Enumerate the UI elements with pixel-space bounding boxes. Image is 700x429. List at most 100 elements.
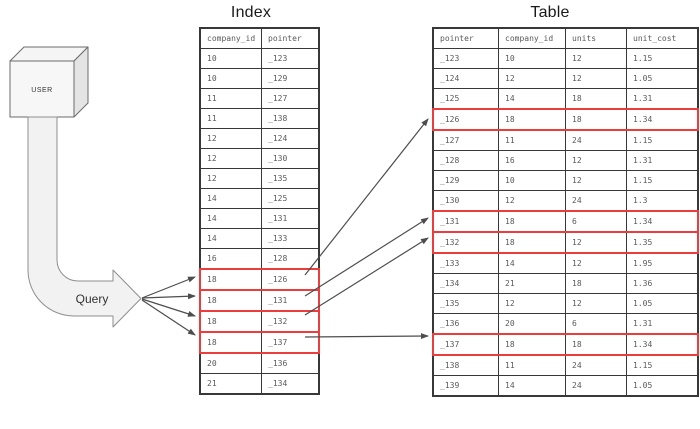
table-cell: 20 bbox=[498, 313, 566, 335]
table-cell: 18 bbox=[498, 210, 566, 233]
table-cell: 18 bbox=[199, 331, 262, 354]
table-cell: _127 bbox=[261, 88, 320, 109]
table-cell: _131 bbox=[261, 208, 320, 229]
query-label: Query bbox=[76, 292, 109, 306]
table-cell: 24 bbox=[565, 129, 627, 151]
table-cell: _137 bbox=[432, 333, 499, 356]
table-cell: 6 bbox=[565, 210, 627, 233]
table-row: 12_124 bbox=[199, 128, 320, 149]
pointer-arrow-132 bbox=[304, 237, 429, 316]
table-cell: 16 bbox=[498, 150, 566, 171]
table-cell: 12 bbox=[199, 148, 262, 169]
table-cell: 12 bbox=[565, 170, 627, 191]
table-cell: _130 bbox=[261, 148, 320, 169]
table-cell: _134 bbox=[261, 373, 320, 395]
table-cell: 1.95 bbox=[626, 252, 699, 274]
table-cell: 21 bbox=[498, 273, 566, 294]
table-cell: 1.15 bbox=[626, 129, 699, 151]
table-cell: 12 bbox=[199, 168, 262, 189]
table-cell: 18 bbox=[565, 108, 627, 131]
header-cell: unit_cost bbox=[626, 27, 699, 49]
table-cell: 14 bbox=[199, 228, 262, 249]
query-arrow-to-132 bbox=[141, 298, 196, 317]
pointer-arrow-131 bbox=[304, 217, 429, 297]
user-label: USER bbox=[31, 87, 52, 94]
table-cell: 12 bbox=[498, 190, 566, 212]
table-cell: 1.05 bbox=[626, 68, 699, 89]
table-cell: _129 bbox=[432, 170, 499, 191]
table-cell: 11 bbox=[199, 88, 262, 109]
table-cell: 12 bbox=[498, 293, 566, 314]
table-cell: _132 bbox=[261, 310, 320, 333]
table-cell: 18 bbox=[199, 289, 262, 312]
table-cell: _128 bbox=[261, 248, 320, 270]
header-cell: pointer bbox=[432, 27, 499, 49]
table-cell: 10 bbox=[498, 48, 566, 69]
table-cell: _126 bbox=[261, 268, 320, 291]
table-cell: _133 bbox=[261, 228, 320, 249]
table-cell: _133 bbox=[432, 252, 499, 274]
table-cell: 6 bbox=[565, 313, 627, 335]
header-cell: pointer bbox=[261, 27, 320, 49]
header-cell: company_id bbox=[199, 27, 262, 49]
table-cell: 1.34 bbox=[626, 210, 699, 233]
table-cell: _137 bbox=[261, 331, 320, 354]
table-row: 10_129 bbox=[199, 68, 320, 89]
table-cell: 18 bbox=[565, 88, 627, 110]
pointer-arrows bbox=[304, 118, 429, 340]
pointer-arrow-137 bbox=[304, 333, 429, 340]
table-row: 21_134 bbox=[199, 373, 320, 395]
table-cell: _130 bbox=[432, 190, 499, 212]
table-row: 14_133 bbox=[199, 228, 320, 249]
query-arrow-to-126 bbox=[141, 276, 196, 299]
table-cell: 1.34 bbox=[626, 108, 699, 131]
table-row: 18_131 bbox=[199, 289, 320, 312]
table-cell: 12 bbox=[498, 68, 566, 89]
query-arrow-icon: Query bbox=[27, 116, 142, 328]
header-cell: company_id bbox=[498, 27, 566, 49]
pointer-arrow-126 bbox=[304, 118, 429, 276]
table-row: 18_137 bbox=[199, 331, 320, 354]
table-row: 14_131 bbox=[199, 208, 320, 229]
query-fan-arrows bbox=[141, 276, 196, 336]
table-row: 14_125 bbox=[199, 188, 320, 209]
table-cell: _136 bbox=[432, 313, 499, 335]
table-cell: _135 bbox=[432, 293, 499, 314]
table-cell: 12 bbox=[565, 150, 627, 171]
table-cell: _139 bbox=[432, 375, 499, 397]
table-cell: _129 bbox=[261, 68, 320, 89]
table-cell: 1.15 bbox=[626, 354, 699, 376]
table-cell: 10 bbox=[199, 68, 262, 89]
header-cell: units bbox=[565, 27, 627, 49]
table-cell: 12 bbox=[565, 252, 627, 274]
main-table-title: Table bbox=[530, 4, 570, 21]
table-cell: 1.05 bbox=[626, 293, 699, 314]
table-row: 16_128 bbox=[199, 248, 320, 270]
table-cell: 24 bbox=[565, 375, 627, 397]
table-cell: 1.31 bbox=[626, 313, 699, 335]
table-cell: 1.31 bbox=[626, 88, 699, 110]
table-cell: 11 bbox=[498, 129, 566, 151]
table-cell: 1.34 bbox=[626, 333, 699, 356]
table-cell: _136 bbox=[261, 352, 320, 374]
table-cell: 1.36 bbox=[626, 273, 699, 294]
table-cell: 18 bbox=[199, 268, 262, 291]
table-cell: _127 bbox=[432, 129, 499, 151]
table-cell: 18 bbox=[498, 231, 566, 254]
table-cell: 16 bbox=[199, 248, 262, 270]
table-cell: 14 bbox=[199, 208, 262, 229]
